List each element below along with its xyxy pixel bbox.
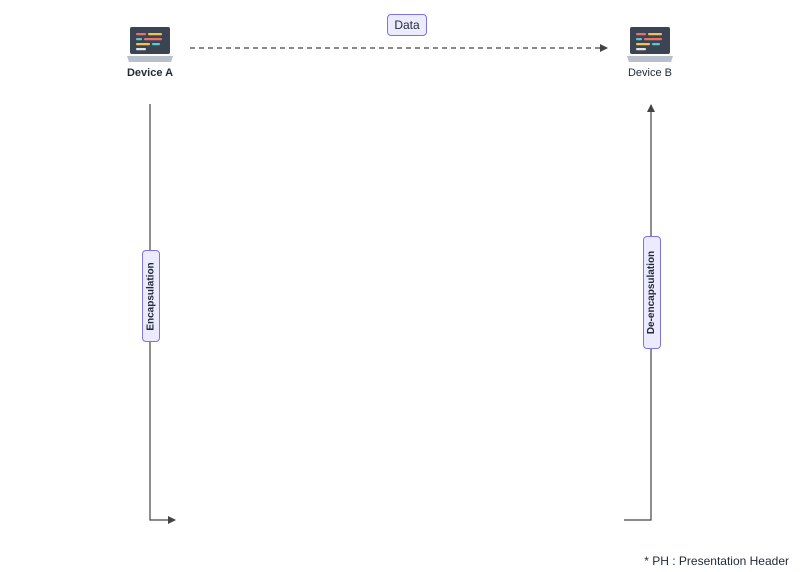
- data-chip-label: Data: [394, 18, 420, 32]
- encapsulation-label: Encapsulation: [145, 261, 157, 331]
- device-a-label: Device A: [126, 67, 174, 79]
- data-chip: Data: [387, 14, 427, 36]
- deencapsulation-label: De-encapsulation: [646, 250, 658, 335]
- laptop-icon: [127, 27, 173, 62]
- device-b: Device B: [610, 26, 690, 79]
- deencapsulation-chip: De-encapsulation: [643, 236, 661, 349]
- footnote: * PH : Presentation Header: [644, 554, 789, 568]
- laptop-icon: [627, 27, 673, 62]
- device-a: Device A: [110, 26, 190, 79]
- device-b-label: Device B: [627, 67, 673, 79]
- encapsulation-arrow: [149, 104, 176, 524]
- encapsulation-chip: Encapsulation: [142, 250, 160, 342]
